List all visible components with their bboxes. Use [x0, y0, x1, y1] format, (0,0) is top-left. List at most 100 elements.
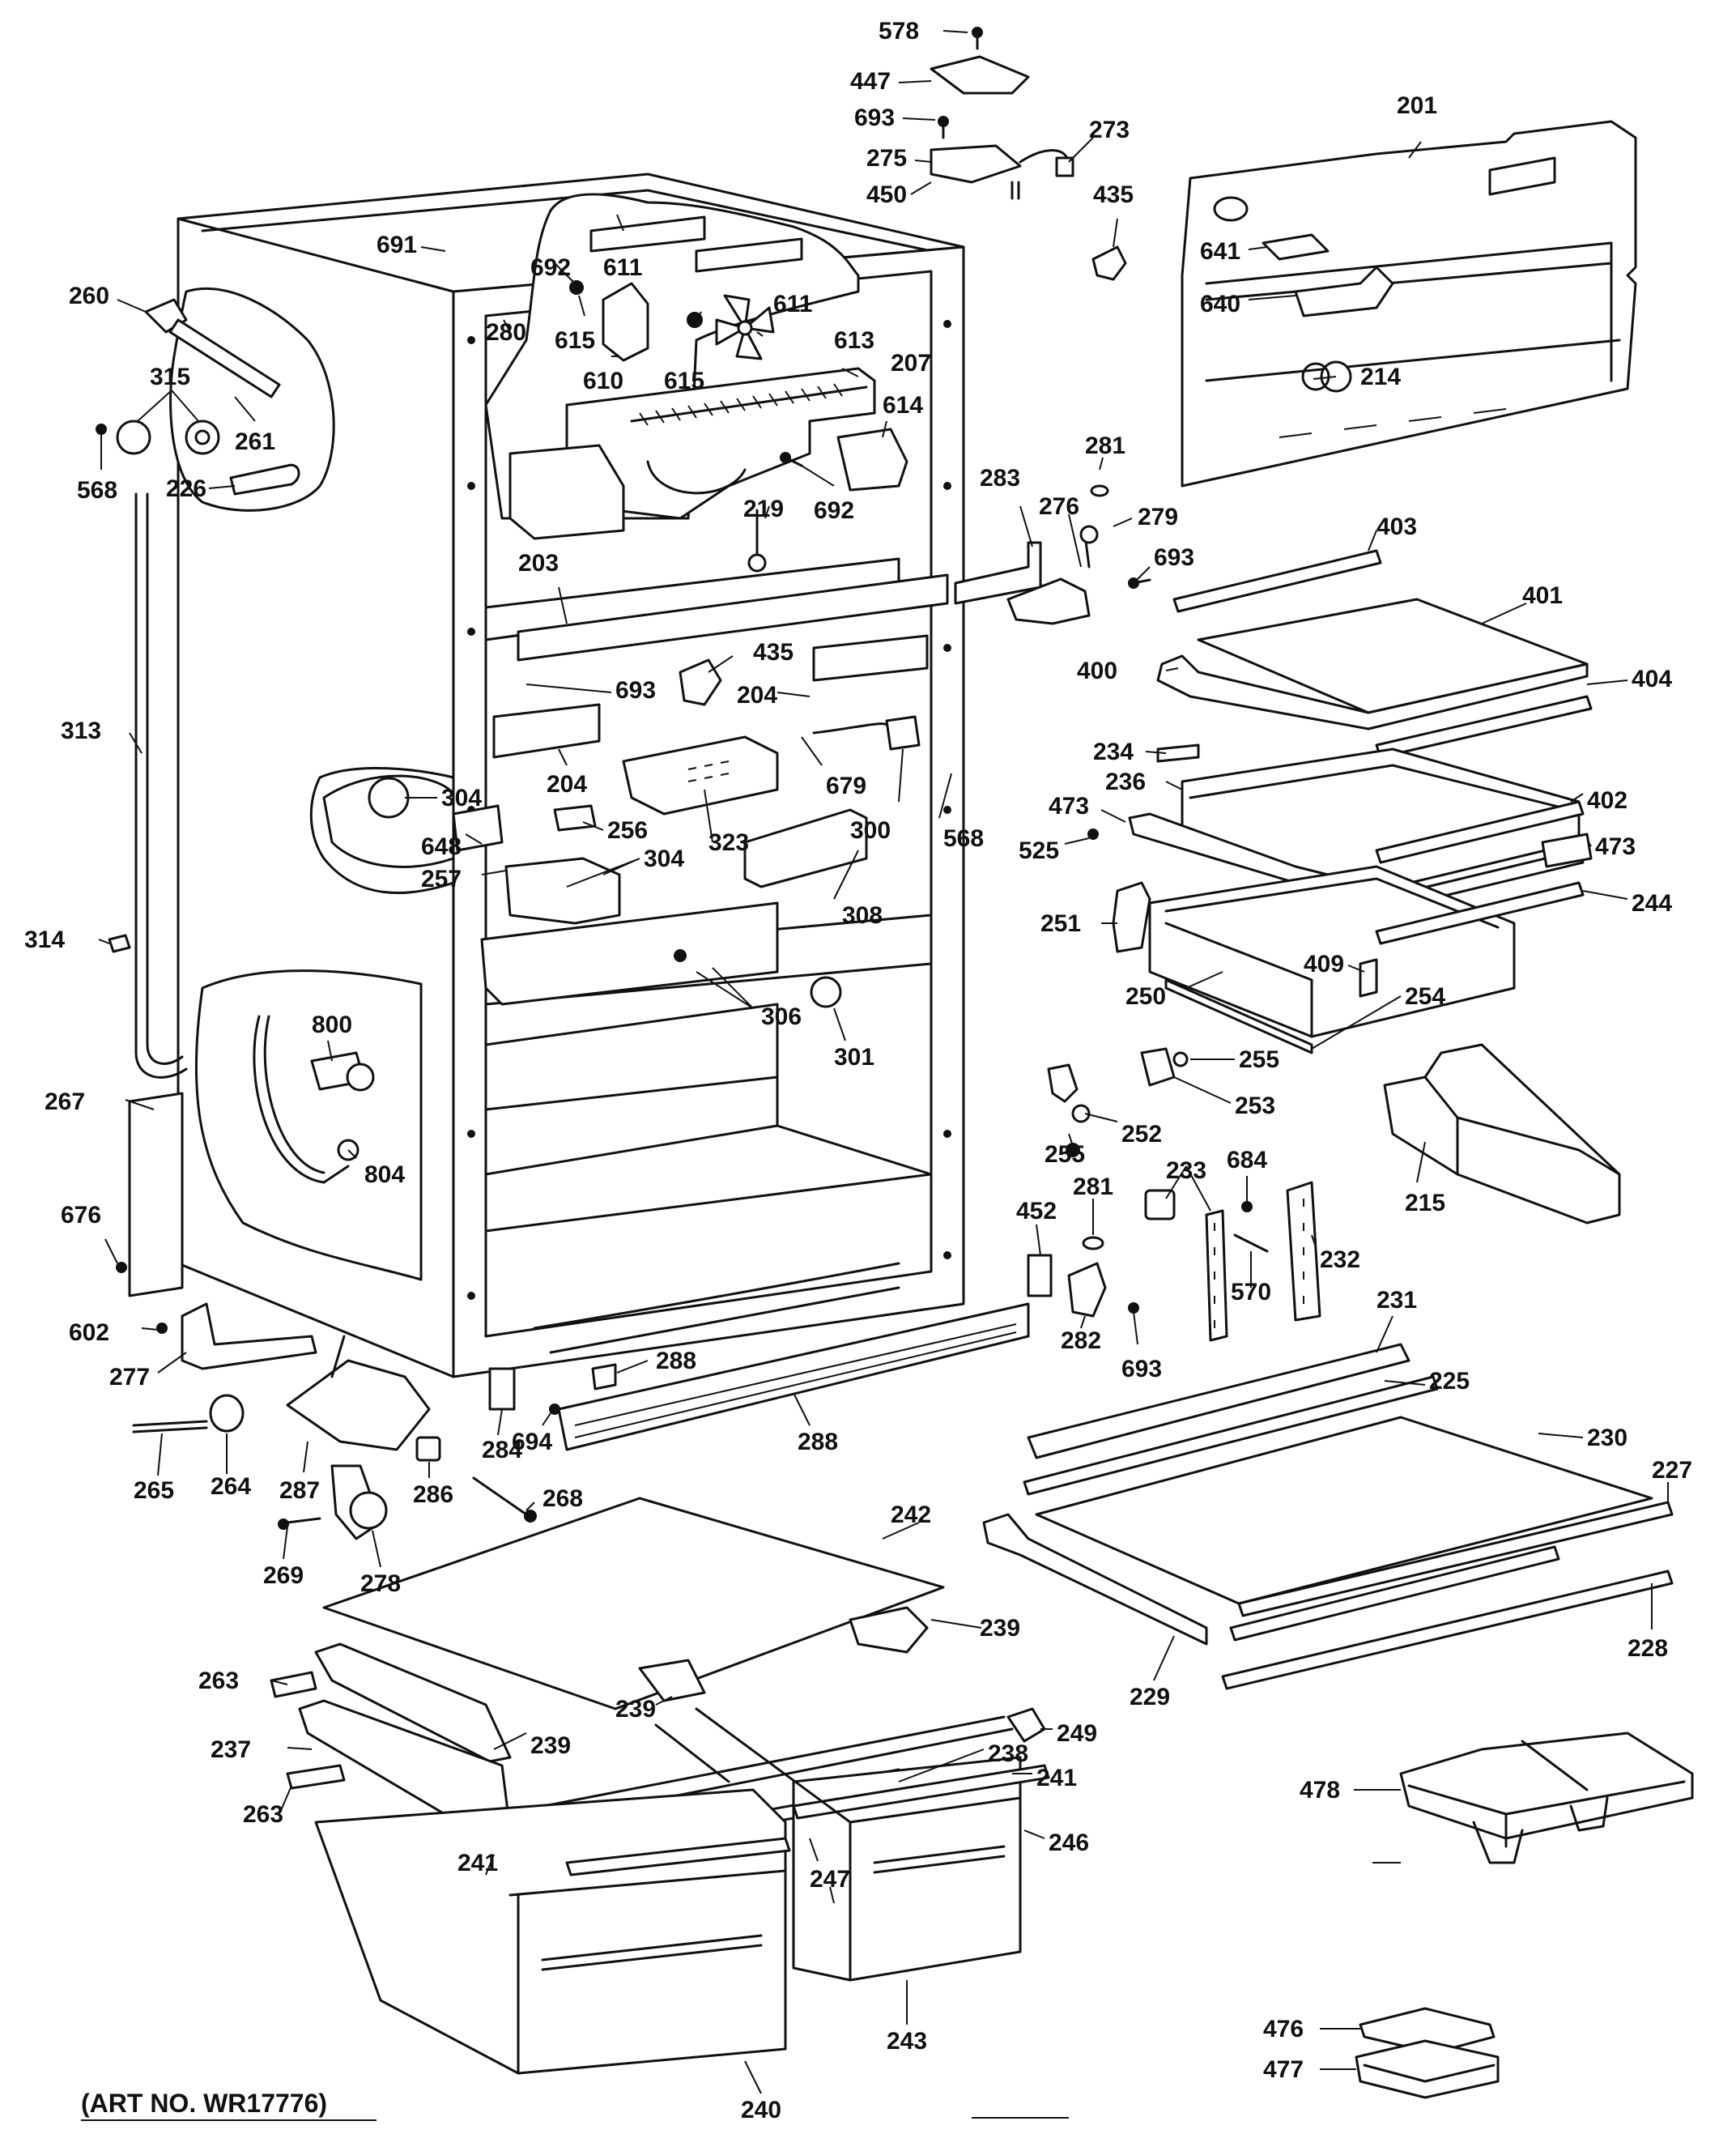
callout-315: 315	[150, 364, 190, 390]
callout-279: 279	[1138, 504, 1178, 530]
callout-275: 275	[866, 145, 907, 172]
callout-568: 568	[943, 825, 984, 852]
callout-602: 602	[69, 1319, 109, 1346]
callout-269: 269	[263, 1562, 304, 1589]
callout-435: 435	[1093, 181, 1134, 208]
callout-263: 263	[198, 1668, 239, 1694]
callout-239: 239	[615, 1696, 656, 1723]
callout-255: 255	[1045, 1141, 1085, 1168]
callout-233: 233	[1166, 1157, 1206, 1184]
callout-676: 676	[61, 1202, 101, 1229]
callout-201: 201	[1397, 92, 1437, 119]
callout-230: 230	[1587, 1425, 1628, 1451]
callout-693: 693	[615, 677, 656, 704]
callout-232: 232	[1320, 1246, 1360, 1273]
callout-234: 234	[1093, 739, 1134, 765]
callout-692: 692	[814, 497, 854, 524]
callout-207: 207	[891, 350, 931, 377]
callout-284: 284	[482, 1437, 522, 1463]
callout-237: 237	[211, 1736, 251, 1763]
callout-450: 450	[866, 181, 907, 208]
callout-435: 435	[753, 639, 794, 666]
callout-204: 204	[737, 682, 777, 709]
callout-243: 243	[887, 2028, 927, 2055]
callout-203: 203	[518, 550, 559, 577]
callout-615: 615	[555, 327, 595, 354]
callout-684: 684	[1227, 1147, 1267, 1173]
callout-204: 204	[547, 771, 587, 798]
callout-263: 263	[243, 1801, 283, 1828]
callout-254: 254	[1405, 983, 1445, 1010]
callout-693: 693	[854, 104, 895, 131]
callout-570: 570	[1231, 1279, 1271, 1306]
callout-251: 251	[1040, 910, 1081, 937]
callout-403: 403	[1376, 513, 1417, 540]
callout-280: 280	[486, 319, 526, 346]
callout-288: 288	[798, 1429, 838, 1455]
callout-239: 239	[530, 1732, 571, 1759]
callout-404: 404	[1632, 666, 1672, 692]
callout-264: 264	[211, 1473, 251, 1500]
callout-447: 447	[850, 68, 891, 95]
callout-640: 640	[1200, 291, 1240, 317]
callout-227: 227	[1652, 1457, 1692, 1484]
callout-477: 477	[1263, 2056, 1304, 2083]
callout-568: 568	[77, 477, 117, 504]
callout-611: 611	[773, 291, 812, 317]
callout-611: 611	[603, 254, 642, 281]
callout-214: 214	[1360, 364, 1401, 390]
callout-694: 694	[512, 1429, 552, 1455]
callout-525: 525	[1019, 837, 1059, 864]
callout-308: 308	[842, 902, 883, 929]
thermostat-cover-assembly	[930, 27, 1074, 200]
callout-314: 314	[24, 926, 65, 953]
fresh-food-shelf	[982, 1343, 1674, 1690]
callout-labels: 578 447 693 273 275 450 201 435 691 692 …	[24, 18, 1692, 2123]
callout-400: 400	[1077, 658, 1117, 684]
callout-282: 282	[1061, 1327, 1101, 1354]
callout-615: 615	[664, 368, 704, 394]
callout-614: 614	[883, 392, 923, 419]
callout-304: 304	[644, 845, 684, 872]
callout-691: 691	[377, 232, 417, 258]
callout-693: 693	[1154, 544, 1194, 571]
callout-241: 241	[1036, 1765, 1077, 1791]
back-panel	[1181, 120, 1637, 488]
callout-239: 239	[980, 1615, 1020, 1642]
callout-261: 261	[235, 428, 275, 455]
callout-252: 252	[1121, 1121, 1162, 1148]
callout-260: 260	[69, 283, 109, 309]
callout-804: 804	[364, 1161, 405, 1188]
callout-244: 244	[1632, 890, 1672, 917]
callout-250: 250	[1125, 983, 1166, 1010]
callout-473: 473	[1595, 833, 1636, 860]
callout-219: 219	[743, 496, 784, 522]
callout-610: 610	[583, 368, 623, 394]
callout-267: 267	[45, 1088, 85, 1115]
callout-257: 257	[421, 866, 462, 892]
callout-679: 679	[826, 773, 866, 799]
callout-323: 323	[708, 829, 749, 856]
callout-452: 452	[1016, 1198, 1057, 1225]
callout-276: 276	[1039, 493, 1079, 520]
callout-236: 236	[1105, 769, 1146, 795]
ice-trays	[1355, 2007, 1500, 2099]
lower-cabinet-parts	[132, 1302, 1030, 1540]
callout-242: 242	[891, 1501, 931, 1528]
callout-613: 613	[834, 327, 874, 354]
callout-473: 473	[1049, 793, 1089, 820]
crisper-assembly	[270, 1497, 1050, 2075]
callout-401: 401	[1522, 582, 1563, 609]
callout-246: 246	[1049, 1829, 1089, 1856]
callout-229: 229	[1130, 1684, 1170, 1710]
callout-228: 228	[1628, 1635, 1668, 1662]
callout-256: 256	[607, 817, 648, 844]
callout-641: 641	[1200, 238, 1240, 265]
callout-265: 265	[134, 1477, 174, 1504]
callout-241: 241	[457, 1850, 498, 1876]
callout-253: 253	[1235, 1093, 1275, 1119]
callout-225: 225	[1429, 1368, 1470, 1395]
callout-409: 409	[1304, 951, 1344, 978]
callout-268: 268	[542, 1485, 583, 1512]
